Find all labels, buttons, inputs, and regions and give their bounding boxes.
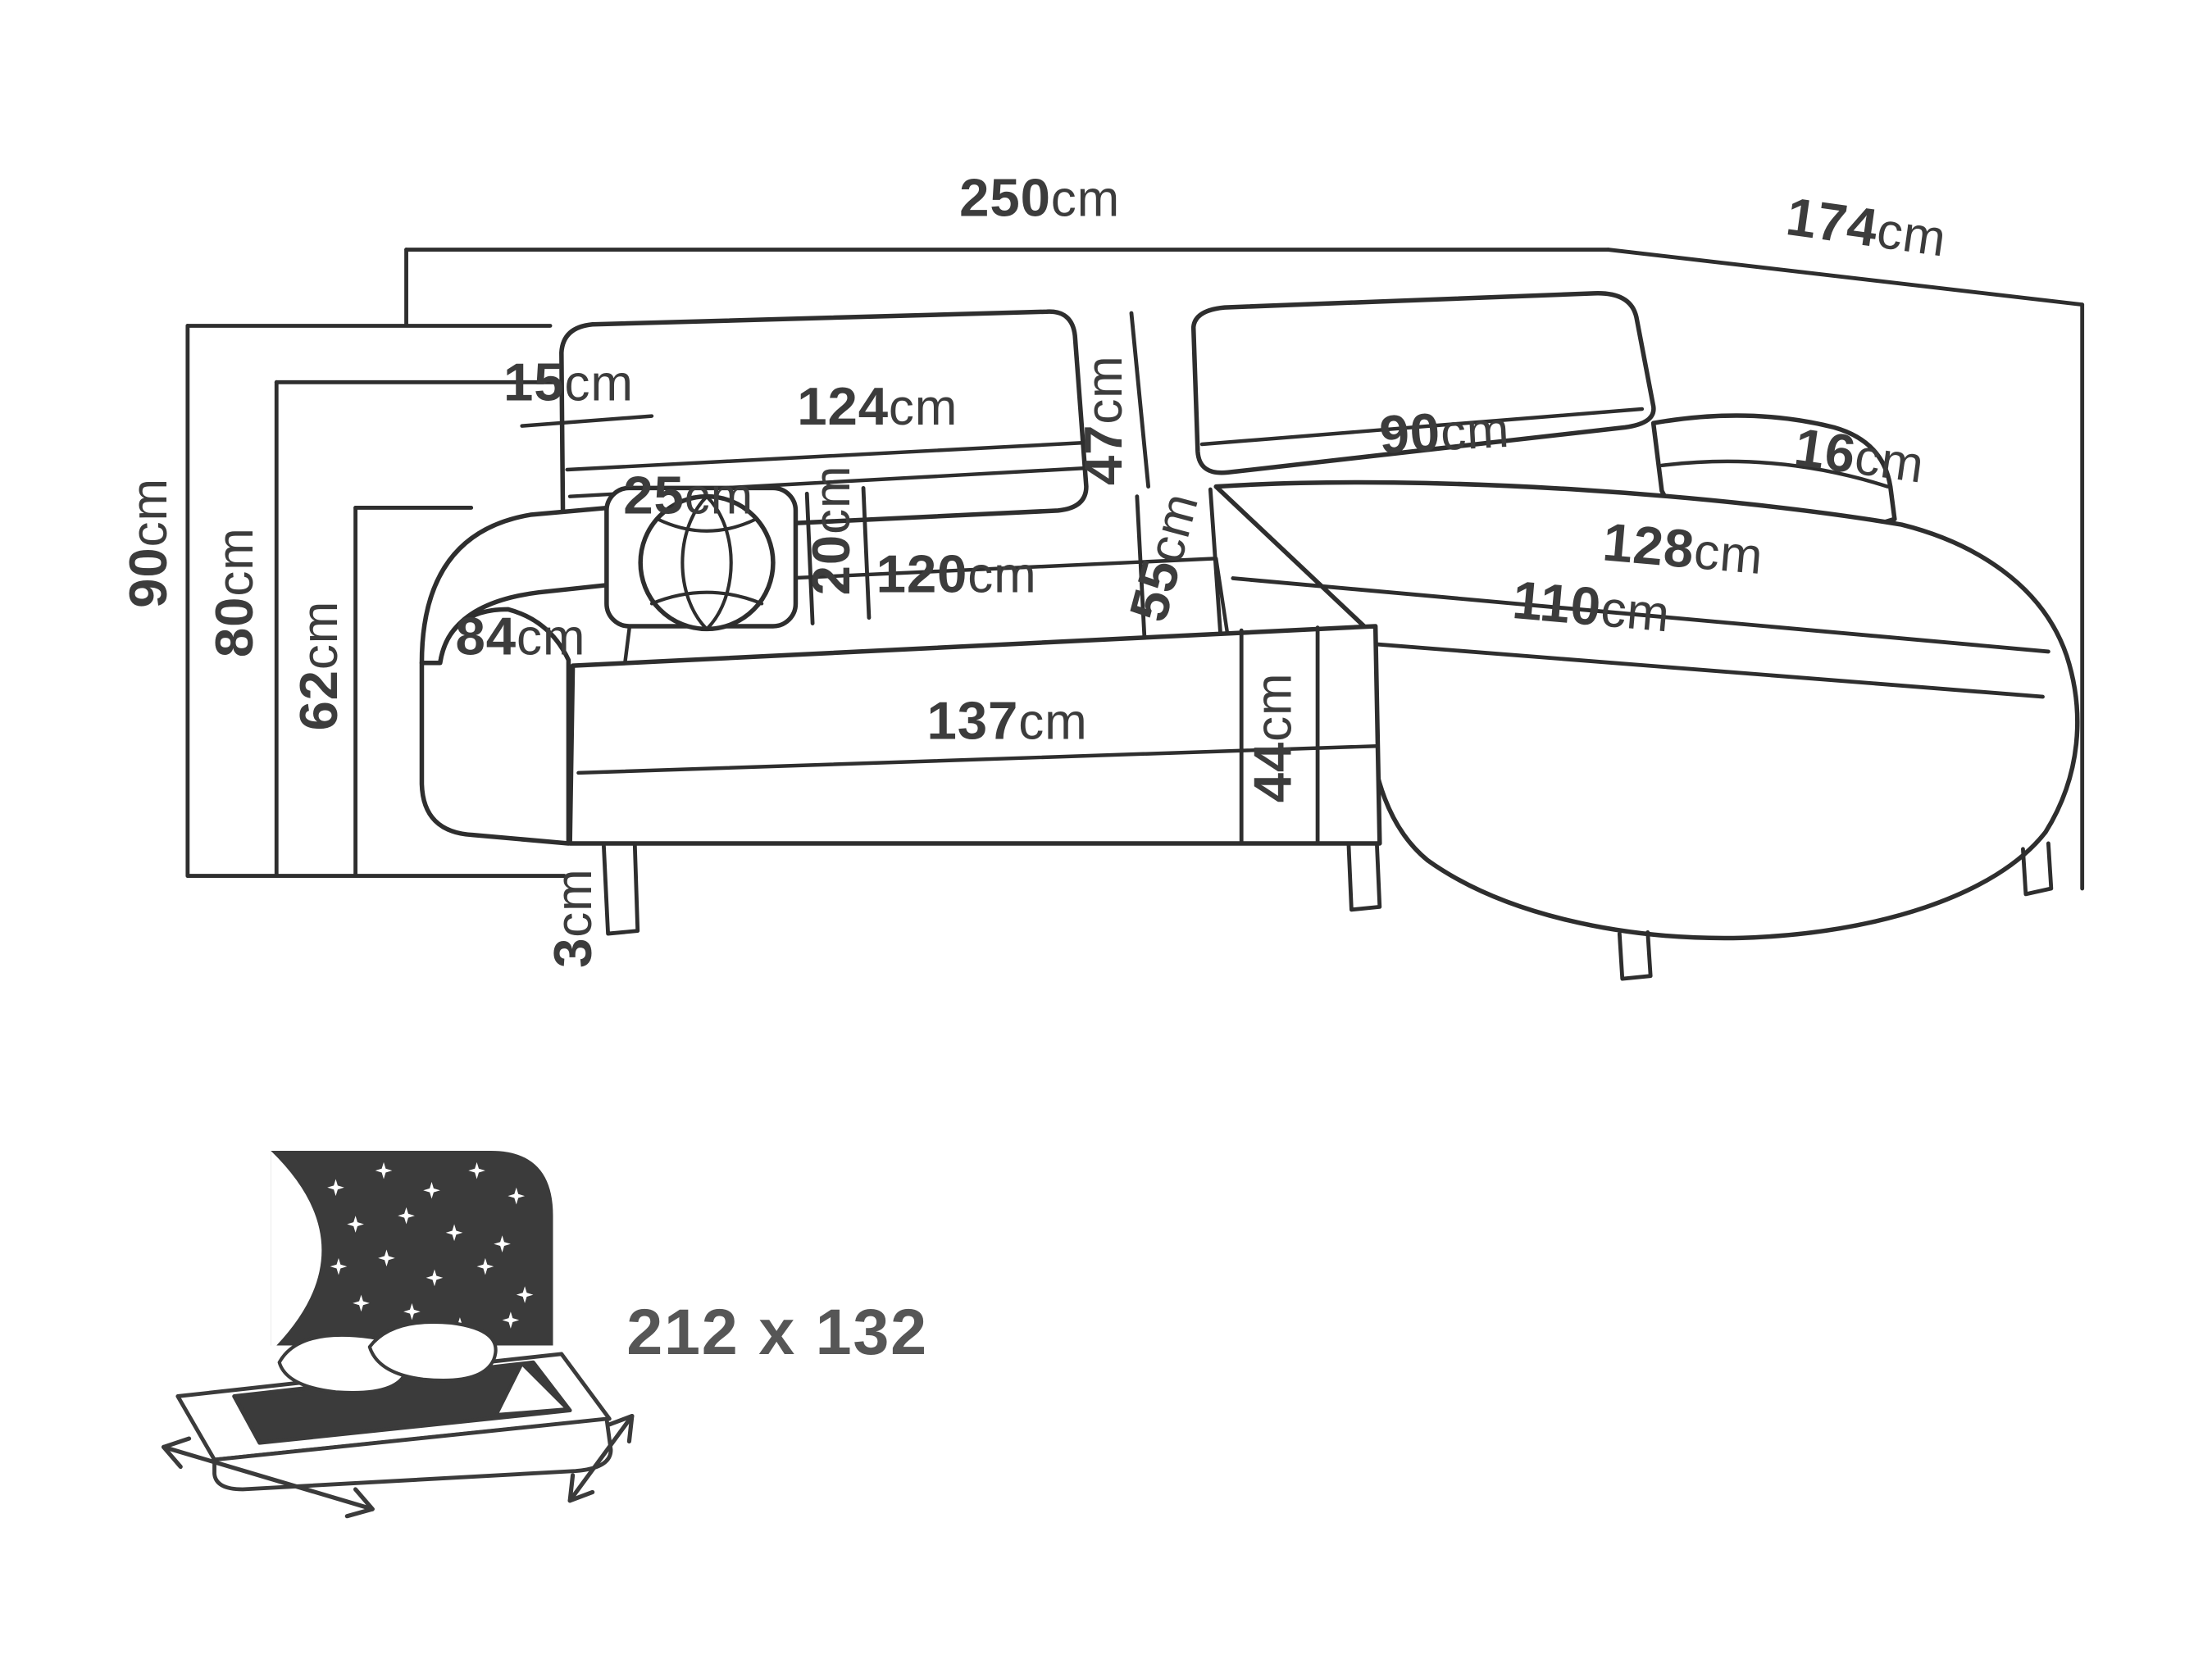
dim-backrest-right-width: 90cm <box>1377 400 1512 466</box>
dim-cushion-thickness: 20cm <box>803 465 862 596</box>
dim-height-backrest: 80cm <box>206 527 266 658</box>
sofa-outline <box>419 291 2080 981</box>
dimension-lines <box>185 248 2085 891</box>
bed-size-arrows <box>162 1413 635 1519</box>
dim-seat-front-width: 137cm <box>926 692 1088 752</box>
bed-mattress-front <box>212 1416 613 1492</box>
dim-height-armrest: 62cm <box>290 600 350 731</box>
dim-chaise-length: 128cm <box>1600 513 1766 585</box>
dim-armrest-left-width: 84cm <box>455 607 586 667</box>
dim-backrest-left-width: 124cm <box>797 378 958 438</box>
dim-pillow-diameter: 25cm <box>623 466 754 526</box>
dim-backrest-top: 15cm <box>503 353 634 414</box>
dim-chaise-width: 110cm <box>1509 571 1673 643</box>
dim-backrest-height: 47cm <box>1075 355 1135 486</box>
bed-icon <box>162 1151 635 1519</box>
bed-headboard <box>271 1151 553 1346</box>
dim-overall-width: 250cm <box>959 169 1121 229</box>
bed-duvet-fold <box>494 1361 569 1416</box>
bed-pillow-right <box>367 1320 498 1383</box>
sleeping-area-size: 212 x 132 <box>626 1294 928 1369</box>
bed-headboard-swoosh <box>271 1151 322 1346</box>
dim-seat-depth: 120cm <box>876 545 1037 606</box>
dim-seat-height: 44cm <box>1244 672 1304 803</box>
dim-height-total: 90cm <box>120 478 180 608</box>
dim-leg-height: 3cm <box>544 868 604 968</box>
